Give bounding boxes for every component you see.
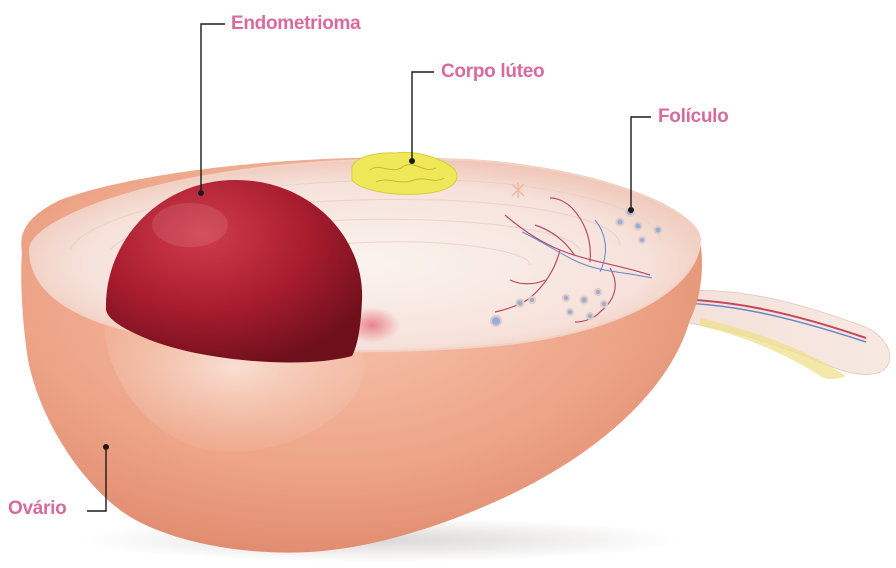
label-ovario: Ovário [8, 498, 66, 520]
label-endometrioma: Endometrioma [231, 13, 360, 35]
label-corpo-luteo: Corpo lúteo [441, 61, 544, 83]
endometrioma-leader [201, 24, 225, 190]
corpo-luteo-leader [412, 72, 434, 158]
cyst-highlight [152, 203, 228, 247]
label-foliculo: Folículo [658, 106, 728, 128]
